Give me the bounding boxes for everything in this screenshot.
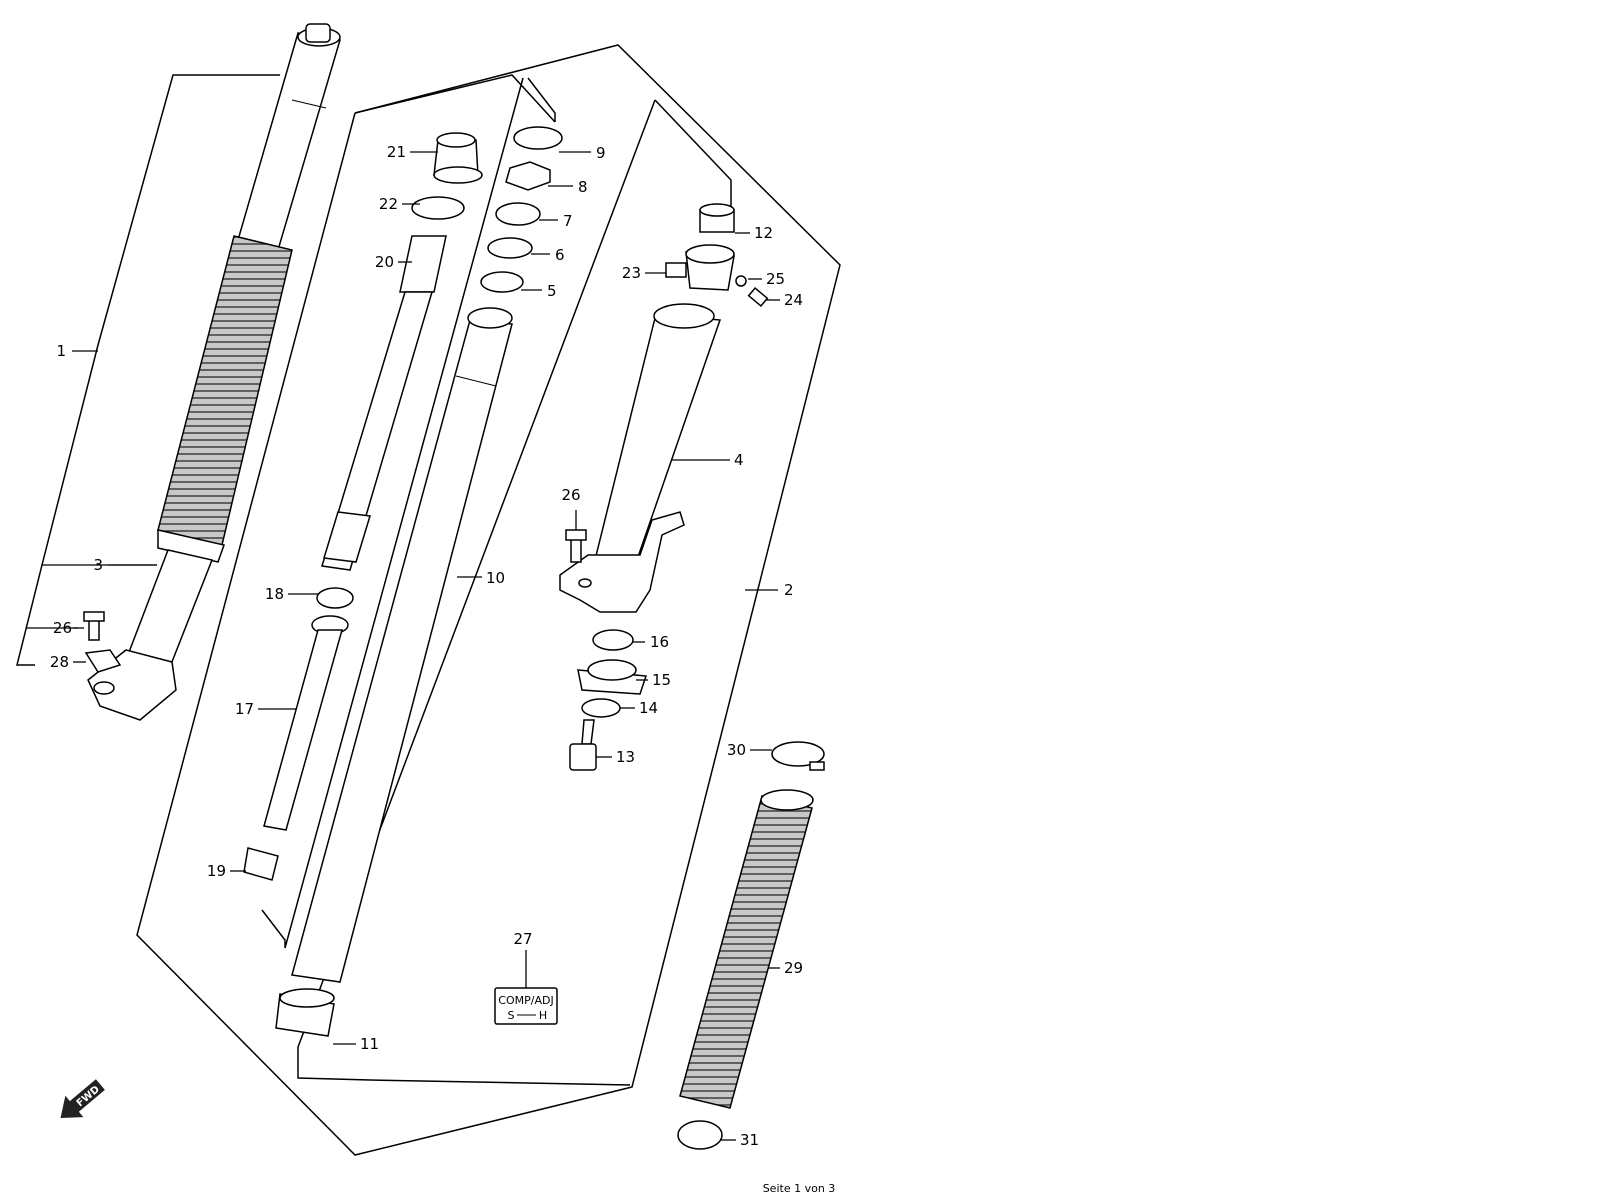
ring-6 [487,237,533,259]
washer-25 [735,275,747,287]
callout-4: 4 [734,451,744,469]
assembly-10-box [261,77,556,949]
ring-5 [480,271,524,293]
page-number-label: Seite 1 von 3 [762,1182,836,1195]
callout-1: 1 [56,342,66,360]
callout-8: 8 [578,178,588,196]
clip-8 [505,161,551,191]
callout-25: 25 [766,270,785,288]
adjuster-cap-21 [433,132,483,184]
comp-adj-badge: COMP/ADJ S H [494,987,558,1025]
badge-top-text: COMP/ADJ [498,994,553,1007]
callout-12: 12 [754,224,773,242]
callout-7: 7 [563,212,573,230]
fwd-arrow-icon: FWD [60,1079,105,1118]
callout-24: 24 [784,291,803,309]
o-ring-22 [411,196,465,220]
callout-29: 29 [784,959,803,977]
callout-19: 19 [207,862,226,880]
callout-31: 31 [740,1131,759,1149]
callout-20: 20 [375,253,394,271]
bushing-11 [275,988,335,1037]
damper-rod-10 [321,291,434,571]
callout-26-right: 26 [561,486,580,504]
washer-28 [84,649,122,673]
bolt-24 [747,286,769,308]
callout-9: 9 [596,144,606,162]
bolt-26-right [565,529,587,563]
ring-14 [581,698,621,718]
callout-13: 13 [616,748,635,766]
callout-23: 23 [622,264,641,282]
callout-3: 3 [93,556,103,574]
callout-26-left: 26 [53,619,72,637]
callout-10: 10 [486,569,505,587]
ring-16 [592,629,634,651]
callout-16: 16 [650,633,669,651]
clamp-30 [771,741,825,771]
page-footer: Seite 1 von 3 [0,1182,1598,1195]
callout-21: 21 [387,143,406,161]
callout-labels: 1 2 3 4 5 6 7 8 9 10 11 12 13 14 15 16 1… [50,143,803,1149]
bolt-26-left [83,611,105,641]
leader-lines [72,151,780,1141]
callout-27: 27 [513,930,532,948]
spring-20 [399,235,447,293]
outer-tube-4 [559,303,722,613]
callout-14: 14 [639,699,658,717]
ring-18 [316,587,354,609]
clamp-23 [665,244,735,291]
gaiter-29 [679,789,814,1109]
ring-7 [495,202,541,226]
callout-15: 15 [652,671,671,689]
fork-leg-assembly-left [87,23,341,721]
callout-30: 30 [727,741,746,759]
collar-12 [699,203,735,233]
assembly-2-box [136,44,841,1156]
callout-11: 11 [360,1035,379,1053]
adjuster-13 [569,719,597,771]
tube-17 [263,615,349,831]
callout-18: 18 [265,585,284,603]
cap-15 [577,659,648,695]
spring-19 [243,847,279,881]
callout-22: 22 [379,195,398,213]
callout-6: 6 [555,246,565,264]
inner-tube-10 [291,307,513,983]
callout-28: 28 [50,653,69,671]
badge-bottom-text: S [508,1009,515,1022]
callout-17: 17 [235,700,254,718]
callout-2: 2 [784,581,794,599]
badge-bottom-right-text: H [539,1009,547,1022]
callout-5: 5 [547,282,557,300]
seal-9 [513,126,563,150]
clamp-31 [677,1120,723,1150]
